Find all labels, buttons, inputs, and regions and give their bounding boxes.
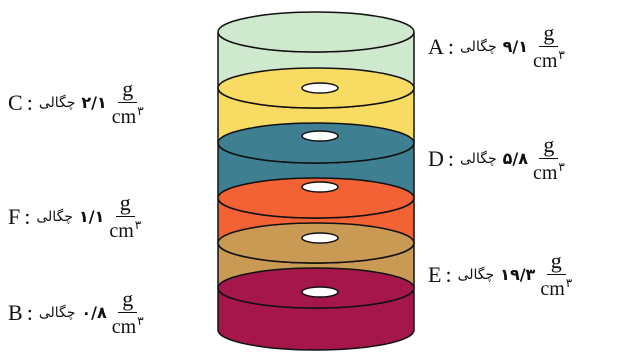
layer-letter: E xyxy=(428,261,442,287)
colon: : xyxy=(24,203,31,229)
unit-numerator: g xyxy=(118,78,138,103)
colon: : xyxy=(26,299,33,325)
layer-letter: C xyxy=(8,89,23,115)
density-word: چگالی xyxy=(38,304,76,321)
label-B: B : چگالی ۰/۸ g cm۳ xyxy=(8,288,144,338)
label-E: E : چگالی ۱۹/۳ g cm۳ xyxy=(428,250,573,300)
unit-denominator: cm۳ xyxy=(111,104,144,128)
colon: : xyxy=(26,89,33,115)
interface-C-D xyxy=(217,122,415,164)
cylinder-top xyxy=(217,11,415,53)
layer-letter: D xyxy=(428,145,444,171)
label-D: D : چگالی ۵/۸ g cm۳ xyxy=(428,134,565,184)
unit-numerator: g xyxy=(539,22,559,47)
unit-denominator: cm۳ xyxy=(540,276,573,300)
density-word: چگالی xyxy=(457,266,495,283)
density-value: ۹/۱ xyxy=(502,37,528,56)
label-F: F : چگالی ۱/۱ g cm۳ xyxy=(8,192,142,242)
disc-hole xyxy=(301,286,339,298)
interface-D-F xyxy=(217,177,415,219)
density-value: ۵/۸ xyxy=(502,149,528,168)
unit-fraction: g cm۳ xyxy=(532,22,565,72)
colon: : xyxy=(447,33,455,59)
colon: : xyxy=(445,261,452,287)
unit-fraction: g cm۳ xyxy=(111,288,144,338)
density-value: ۲/۱ xyxy=(81,93,107,112)
density-value: ۱۹/۳ xyxy=(500,265,536,284)
layer-letter: A xyxy=(428,33,444,59)
unit-numerator: g xyxy=(546,250,566,275)
unit-fraction: g cm۳ xyxy=(540,250,573,300)
disc-hole xyxy=(301,82,339,94)
density-word: چگالی xyxy=(460,38,497,55)
density-value: ۱/۱ xyxy=(78,207,105,226)
density-word: چگالی xyxy=(38,94,76,111)
layer-letter: B xyxy=(8,299,23,325)
layer-letter: F xyxy=(8,203,21,229)
label-C: C : چگالی ۲/۱ g cm۳ xyxy=(8,78,144,128)
disc-hole xyxy=(301,232,339,244)
disc-hole xyxy=(301,181,339,193)
unit-denominator: cm۳ xyxy=(532,160,565,184)
unit-numerator: g xyxy=(539,134,559,159)
density-word: چگالی xyxy=(460,150,497,167)
colon: : xyxy=(447,145,455,171)
label-A: A : چگالی ۹/۱ g cm۳ xyxy=(428,22,565,72)
unit-numerator: g xyxy=(118,288,138,313)
density-value: ۰/۸ xyxy=(81,303,107,322)
unit-denominator: cm۳ xyxy=(111,314,144,338)
unit-fraction: g cm۳ xyxy=(109,192,142,242)
unit-numerator: g xyxy=(115,192,135,217)
disc-hole xyxy=(301,130,339,142)
density-word: چگالی xyxy=(36,208,73,225)
unit-fraction: g cm۳ xyxy=(532,134,565,184)
unit-denominator: cm۳ xyxy=(109,218,142,242)
unit-fraction: g cm۳ xyxy=(111,78,144,128)
unit-denominator: cm۳ xyxy=(532,48,565,72)
